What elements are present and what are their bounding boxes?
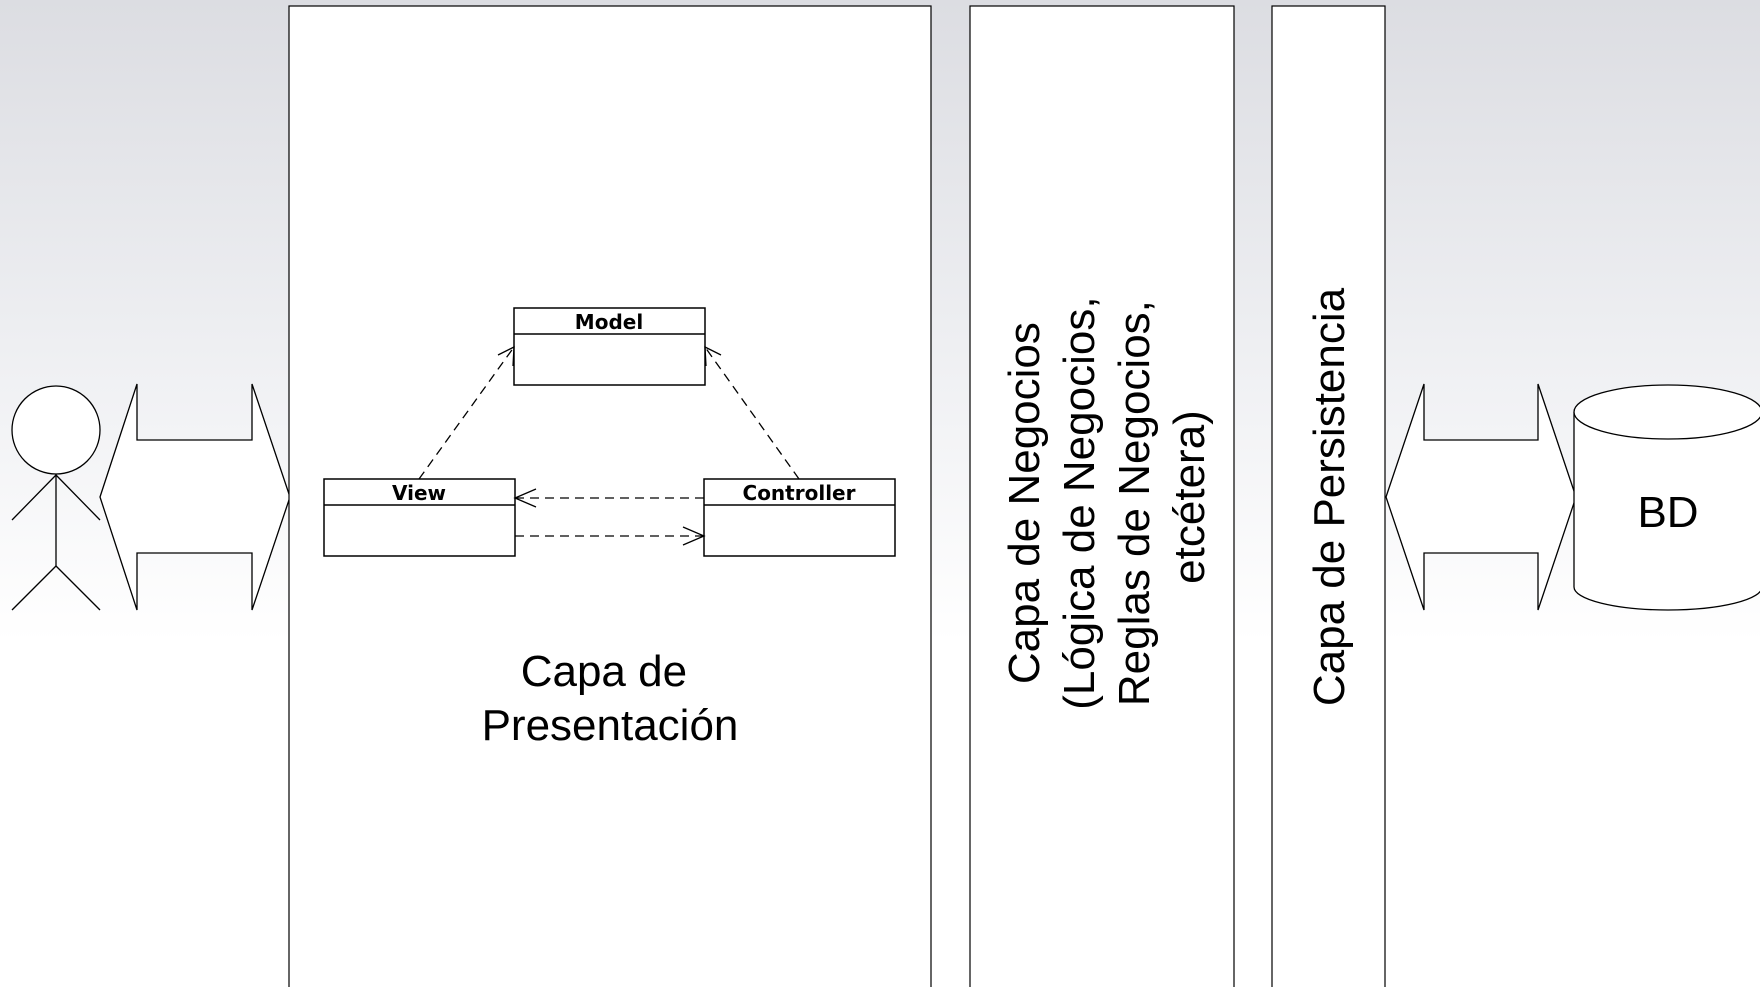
controller-to-view-dependency: [513, 488, 704, 508]
presentation-label-line-1: Capa de: [521, 647, 687, 696]
view-to-model-dependency: [418, 345, 515, 480]
database-label: BD: [1637, 488, 1698, 537]
persistence-layer-label: Capa de Persistencia: [1305, 287, 1354, 706]
model-class: Model: [513, 307, 706, 386]
user-actor: [11, 385, 101, 611]
view-to-controller-dependency: [515, 526, 706, 546]
business-label-line-4: etcétera): [1165, 410, 1214, 584]
persistence-layer-box: [1271, 5, 1386, 987]
persistence-db-double-arrow: [1385, 383, 1577, 611]
business-label-line-3: Reglas de Negocios,: [1110, 300, 1159, 706]
view-class-name: View: [392, 481, 446, 505]
presentation-label-line-2: Presentación: [482, 701, 739, 750]
database-cylinder: [1573, 384, 1760, 611]
business-layer-box: [969, 5, 1235, 987]
user-presentation-double-arrow: [99, 383, 291, 611]
controller-class: Controller: [703, 478, 896, 557]
controller-to-model-dependency: [704, 345, 800, 480]
business-label-line-2: (Lógica de Negocios,: [1055, 296, 1104, 709]
business-label-line-1: Capa de Negocios: [1000, 322, 1049, 684]
view-class: View: [323, 478, 516, 557]
model-class-name: Model: [575, 310, 643, 334]
presentation-layer-label: Capa de Presentación: [482, 647, 739, 750]
controller-class-name: Controller: [743, 481, 856, 505]
business-layer-label: Capa de Negocios (Lógica de Negocios, Re…: [1000, 284, 1214, 710]
